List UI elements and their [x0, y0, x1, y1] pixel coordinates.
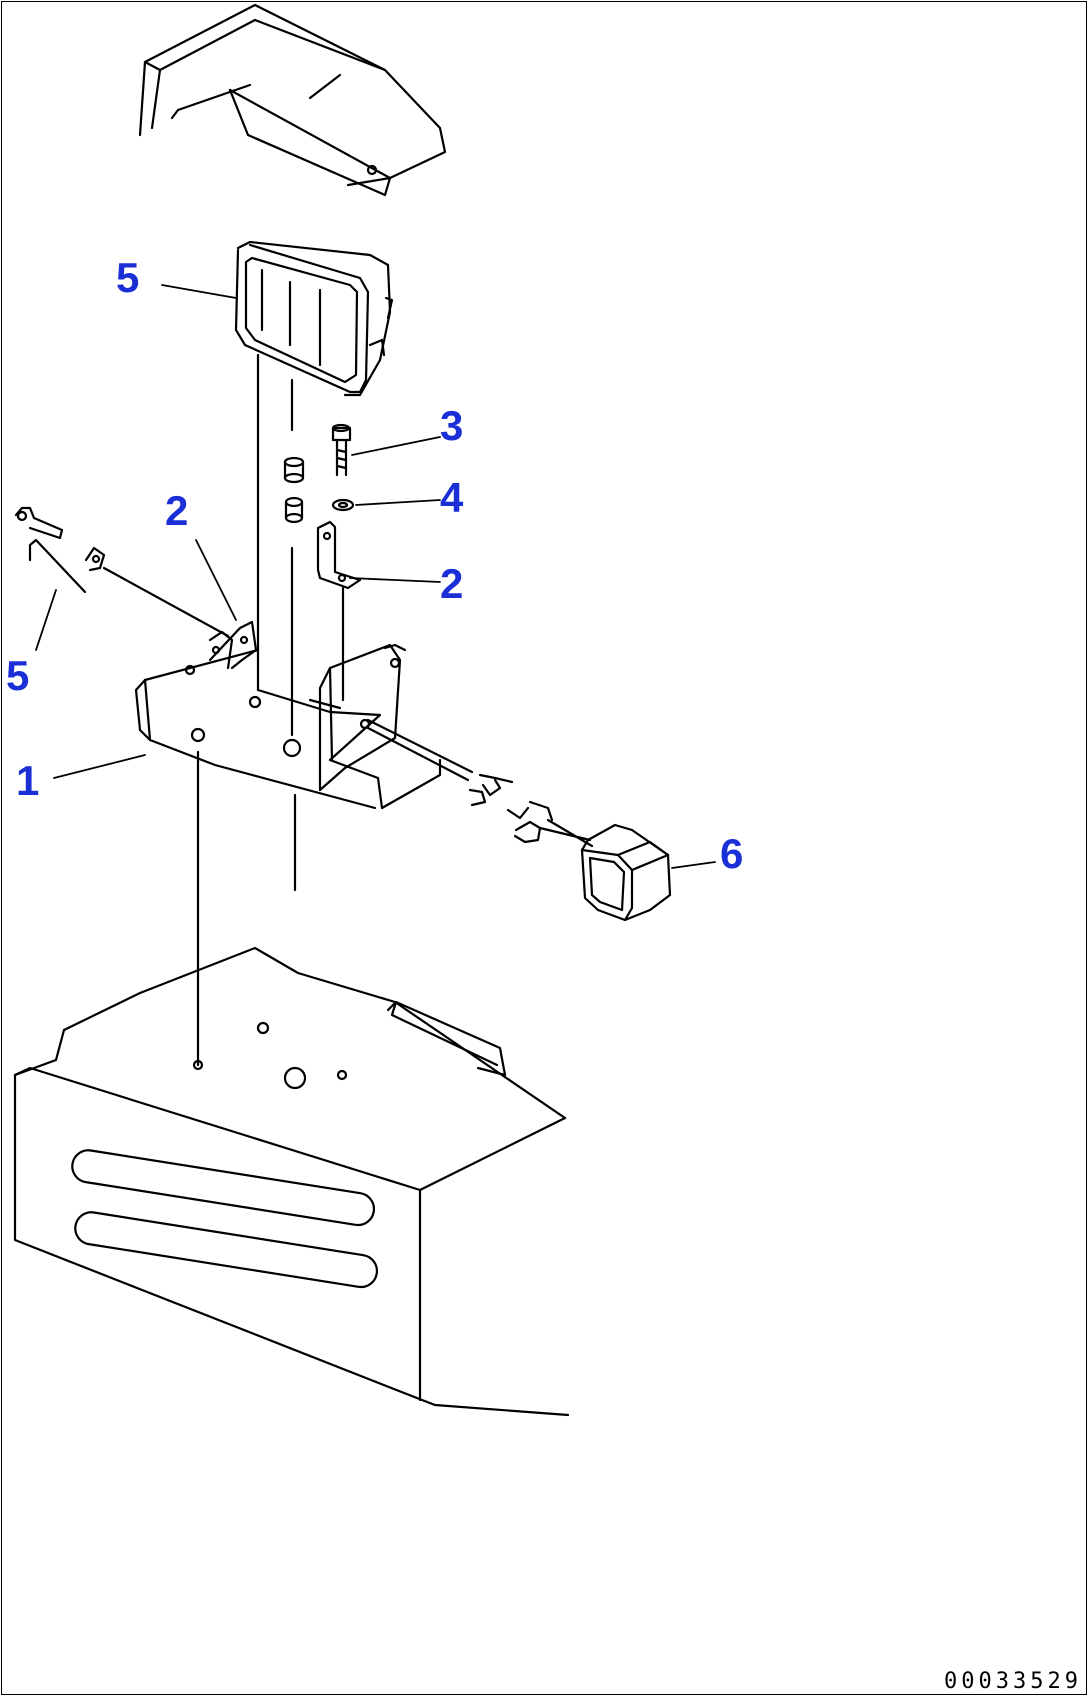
wire-harness — [359, 718, 594, 848]
fender-base — [13, 946, 570, 1417]
callout-3: 3 — [440, 402, 463, 449]
lamp-cover — [138, 3, 447, 197]
leader-lines — [35, 284, 716, 869]
callout-5-top: 5 — [116, 254, 139, 301]
washer — [331, 498, 355, 512]
callout-2-left: 2 — [165, 487, 188, 534]
lamp-bolt-left — [14, 506, 230, 638]
work-lamp-main — [234, 240, 394, 652]
callout-6: 6 — [720, 830, 743, 877]
callout-5-left: 5 — [6, 652, 29, 699]
small-bracket-right — [316, 520, 362, 702]
main-bracket — [134, 643, 442, 1067]
document-number: 00033529 — [944, 1669, 1082, 1694]
bolt — [331, 423, 352, 477]
rear-lamp — [580, 823, 672, 922]
callout-4: 4 — [440, 474, 464, 521]
callout-2-right: 2 — [440, 560, 463, 607]
spacers — [283, 456, 305, 737]
callout-1: 1 — [16, 757, 39, 804]
